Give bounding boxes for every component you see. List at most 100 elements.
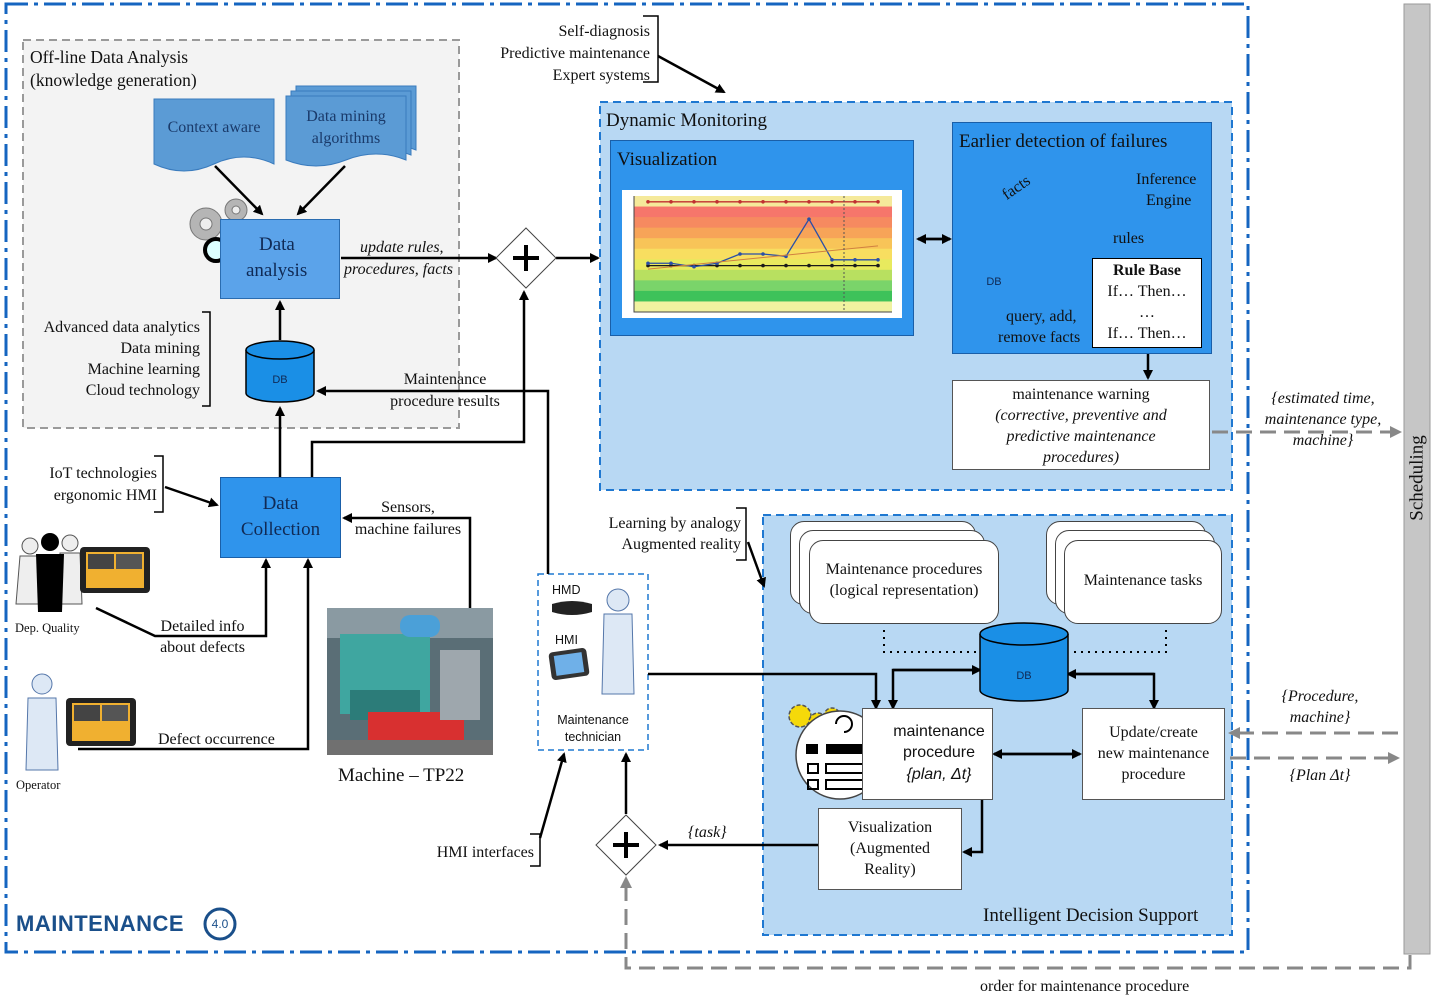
plus-junction-bottom	[595, 814, 657, 876]
top-series-point	[876, 200, 880, 204]
viz-ar-line-3: Reality)	[864, 861, 916, 878]
ids-db	[979, 622, 1069, 702]
logo-version: 4.0	[211, 917, 229, 931]
top-note-line-2: Predictive maintenance	[500, 45, 650, 62]
blue-series-point	[692, 264, 696, 269]
inference-line-1: Inference	[1136, 171, 1197, 188]
task-label: {task}	[688, 824, 727, 841]
top-series-point	[669, 200, 673, 204]
chart-band	[634, 206, 892, 218]
offline-title-1: Off-line Data Analysis	[30, 47, 189, 67]
rule-base-title: Rule Base	[1113, 262, 1181, 279]
update-line-3: procedure	[1121, 766, 1186, 783]
offline-db-label: DB	[272, 374, 288, 386]
warning-line-4: procedures)	[1042, 449, 1120, 466]
data-analysis-label-2: analysis	[246, 260, 308, 281]
hmi-interfaces-label: HMI interfaces	[436, 844, 534, 861]
chart-band	[634, 269, 892, 281]
dynamic-title: Dynamic Monitoring	[606, 110, 767, 131]
scheduling-label: Scheduling	[1406, 435, 1428, 521]
procedure-machine-2: machine}	[1289, 709, 1351, 726]
black-series-point	[761, 263, 765, 268]
data-mining-label-1: Data mining	[306, 108, 386, 125]
quality-people-icon	[15, 533, 83, 612]
top-series-point	[807, 200, 811, 204]
query-line-1: query, add,	[1006, 308, 1077, 325]
technique-3: Machine learning	[87, 361, 200, 378]
logo-word: MAINTENANCE	[16, 911, 185, 936]
data-collection-box	[220, 477, 341, 558]
defect-occurrence-label: Defect occurrence	[158, 731, 275, 748]
black-series-point	[830, 263, 834, 268]
procedures-card-line-1: Maintenance procedures	[825, 561, 983, 578]
scheduling-bar	[1403, 3, 1431, 955]
rule-base-box	[1092, 258, 1202, 348]
blue-series-point	[669, 261, 673, 266]
blue-series-point	[853, 258, 857, 262]
context-aware-label: Context aware	[167, 119, 261, 136]
technician-label-2: technician	[564, 730, 622, 744]
top-series-point	[738, 200, 742, 204]
machine-label: Machine – TP22	[338, 765, 465, 786]
query-line-2: remove facts	[998, 329, 1081, 346]
top-series-point	[761, 200, 765, 204]
black-series-point	[738, 263, 742, 268]
blue-series-point	[738, 252, 742, 256]
monitoring-chart	[622, 190, 902, 318]
learning-line-1: Learning by analogy	[608, 515, 741, 532]
inference-line-2: Engine	[1146, 192, 1192, 209]
top-series-point	[715, 200, 719, 204]
black-series-point	[853, 263, 857, 268]
estimated-line-2: maintenance type,	[1264, 411, 1382, 428]
rule-line-2: …	[1139, 304, 1155, 321]
maintenance-warning-box	[952, 380, 1210, 470]
viz-ar-line-2: (Augmented	[850, 840, 930, 857]
chart-band	[634, 280, 892, 292]
maint-procedure-line-2: procedure	[902, 744, 976, 761]
tasks-card-label: Maintenance tasks	[1083, 572, 1203, 589]
blue-series-point	[761, 252, 765, 256]
data-collection-label-1: Data	[262, 493, 299, 514]
dynamic-db-label: DB	[986, 276, 1002, 288]
top-series-point	[692, 200, 696, 204]
maint-procedure-line-3: {plan, Δt}	[906, 766, 972, 783]
machine-tp22-image	[327, 608, 493, 755]
iot-line-2: ergonomic HMI	[53, 487, 157, 504]
ids-title: Intelligent Decision Support	[983, 905, 1199, 926]
data-collection-label-2: Collection	[240, 519, 321, 540]
data-analysis-box	[220, 219, 340, 299]
viz-ar-line-1: Visualization	[847, 819, 933, 836]
top-note-line-1: Self-diagnosis	[558, 23, 650, 40]
chart-band	[634, 238, 892, 250]
update-line-1: Update/create	[1109, 724, 1198, 741]
ids-db-label: DB	[1016, 670, 1032, 682]
black-series-point	[807, 263, 811, 268]
maintenance-logo	[203, 907, 237, 941]
technique-2: Data mining	[120, 340, 200, 357]
top-series-point	[784, 200, 788, 204]
update-create-box	[1082, 708, 1225, 800]
rule-line-1: If… Then…	[1107, 283, 1187, 300]
operator-tablet-icon	[66, 698, 136, 746]
warning-line-3: predictive maintenance	[1006, 428, 1156, 445]
technician-person-icon	[601, 588, 635, 695]
sensors-line-1: Sensors,	[381, 499, 435, 516]
blue-series-point	[876, 258, 880, 262]
rule-line-3: If… Then…	[1107, 325, 1187, 342]
estimated-line-3: machine}	[1292, 432, 1354, 449]
estimated-line-1: {estimated time,	[1271, 390, 1375, 407]
plus-junction-top	[495, 227, 557, 289]
top-note-line-3: Expert systems	[552, 67, 650, 84]
blue-series-point	[807, 217, 811, 221]
detailed-info-2: about defects	[160, 639, 245, 656]
black-series-point	[784, 263, 788, 268]
chart-axes	[633, 196, 892, 313]
dep-quality-label: Dep. Quality	[15, 621, 80, 635]
hmi-label: HMI	[555, 633, 578, 647]
maint-procedure-line-1: maintenance	[893, 723, 985, 740]
chart-band	[634, 217, 892, 229]
blue-series-point	[830, 258, 834, 262]
plan-dt-label: {Plan Δt}	[1289, 767, 1351, 784]
quality-tablet-icon	[80, 547, 150, 593]
black-series-point	[876, 263, 880, 268]
